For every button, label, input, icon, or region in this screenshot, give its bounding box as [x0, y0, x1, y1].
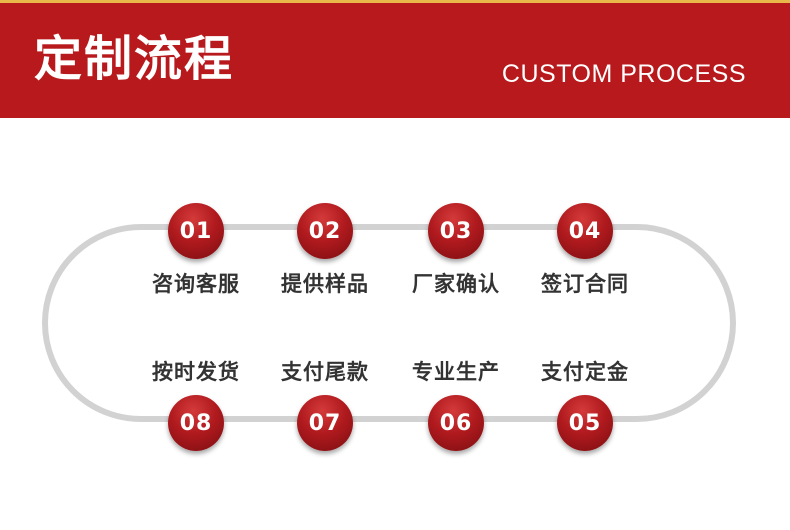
- step-number-badge: 08: [168, 395, 224, 451]
- step-01: 01 咨询客服: [131, 203, 261, 297]
- step-label: 支付定金: [541, 360, 629, 384]
- step-label: 按时发货: [152, 360, 240, 384]
- step-label: 提供样品: [281, 272, 369, 296]
- step-07: 支付尾款 07: [260, 359, 390, 451]
- process-track: [42, 224, 736, 422]
- step-number-badge: 01: [168, 203, 224, 259]
- page-title: 定制流程: [34, 31, 235, 87]
- step-number-badge: 04: [557, 203, 613, 259]
- step-label: 咨询客服: [152, 272, 240, 296]
- step-number-badge: 06: [428, 395, 484, 451]
- step-08: 按时发货 08: [131, 359, 261, 451]
- step-03: 03 厂家确认: [391, 203, 521, 297]
- step-number-badge: 02: [297, 203, 353, 259]
- step-05: 支付定金 05: [520, 359, 650, 451]
- page-subtitle: CUSTOM PROCESS: [501, 60, 746, 88]
- header-banner: 定制流程 CUSTOM PROCESS: [0, 0, 790, 118]
- step-label: 签订合同: [541, 272, 629, 296]
- step-06: 专业生产 06: [391, 359, 521, 451]
- step-label: 支付尾款: [281, 360, 369, 384]
- step-02: 02 提供样品: [260, 203, 390, 297]
- step-number-badge: 03: [428, 203, 484, 259]
- step-label: 厂家确认: [412, 272, 500, 296]
- step-04: 04 签订合同: [520, 203, 650, 297]
- step-number-badge: 05: [557, 395, 613, 451]
- step-number-badge: 07: [297, 395, 353, 451]
- step-label: 专业生产: [412, 360, 500, 384]
